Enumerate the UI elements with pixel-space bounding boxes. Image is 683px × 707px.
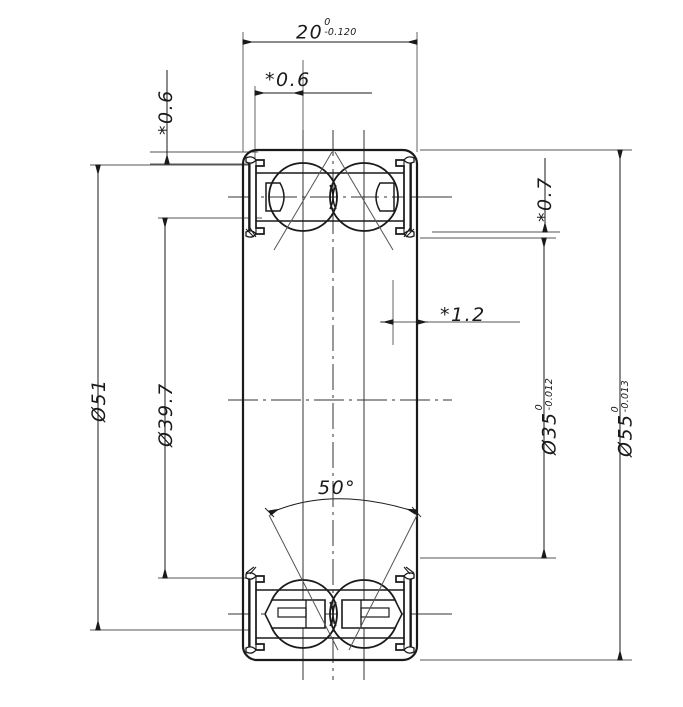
bearing-outer-body [241,148,419,662]
dim-label-inner-race-diameter: Ø39.7 [155,382,177,447]
dimension-lines [95,39,623,661]
dim-label-outer-race-diameter: Ø51 [88,378,110,422]
contact-angle-lines-top [273,151,394,251]
contact-angle-lines-bottom [268,514,418,651]
dim-label-shoulder-thickness: *0.7 [534,176,556,222]
dim-label-contact-angle: 50° [318,477,357,499]
seal-top-right [395,156,415,238]
bottom-ball-row [245,514,418,654]
seal-bottom-left [245,566,265,654]
top-ball-row [245,151,415,251]
dim-label-groove-width: *1.2 [440,304,486,326]
dim-label-seal-offset-vertical: *0.6 [155,89,177,135]
seal-bottom-right [395,566,415,654]
cage-bottom-right [341,599,403,629]
cage-bottom-left [264,599,326,629]
ball-top-left [268,162,338,232]
seal-top-left [245,156,265,238]
ball-top-right [329,162,399,232]
centerlines [228,130,452,680]
leader-lines [420,196,452,615]
dim-label-seal-offset-horizontal: *0.6 [265,69,311,91]
